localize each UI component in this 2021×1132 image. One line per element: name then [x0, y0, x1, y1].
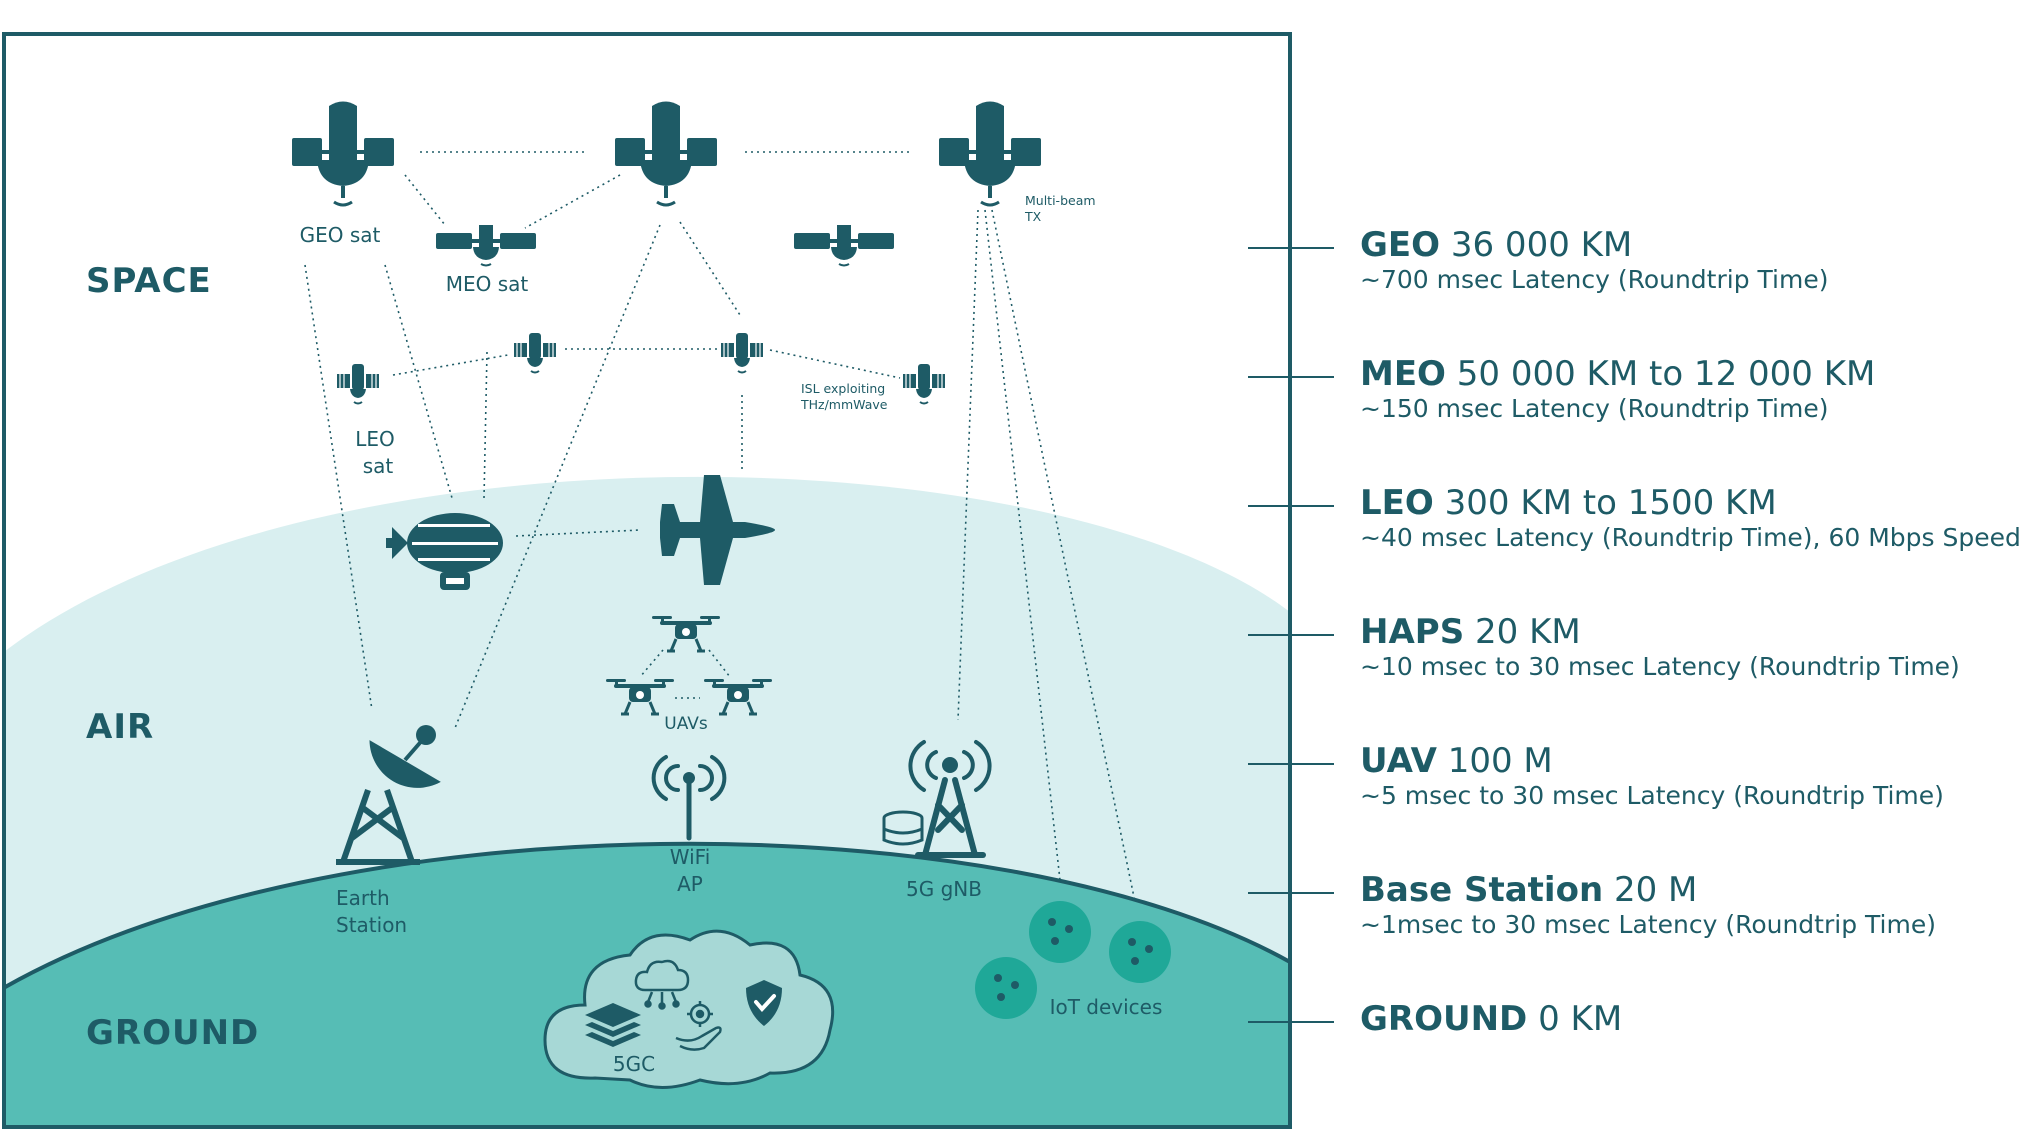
database-icon — [882, 810, 924, 846]
meo-satellite-icon — [793, 224, 895, 267]
airplane-icon — [660, 475, 775, 585]
orbit-altitude: 20 KM — [1475, 612, 1581, 652]
orbit-altitude: 20 M — [1613, 870, 1698, 910]
geo-satellite-icon — [937, 100, 1043, 207]
orbit-heading: GROUND 0 KM — [1360, 999, 1622, 1039]
orbit-altitude: 0 KM — [1538, 999, 1623, 1039]
geo-sat-label: GEO sat — [300, 223, 381, 247]
geo-satellite-icon — [290, 100, 396, 207]
gear-hand-icon — [675, 1001, 722, 1051]
orbit-latency: ~700 msec Latency (Roundtrip Time) — [1360, 265, 1829, 294]
orbit-heading: HAPS 20 KM — [1360, 612, 1581, 652]
earth-station-label-line2: Station — [336, 913, 407, 937]
orbit-name: GROUND — [1360, 999, 1528, 1039]
orbit-name: UAV — [1360, 741, 1437, 781]
leo-sat-label-line2: sat — [363, 454, 394, 478]
orbit-altitude: 300 KM to 1500 KM — [1444, 483, 1777, 523]
orbit-altitude: 100 M — [1447, 741, 1553, 781]
link-lines — [304, 151, 1136, 903]
orbit-latency: ~40 msec Latency (Roundtrip Time), 60 Mb… — [1360, 523, 2021, 552]
leo-satellite-icon — [902, 363, 946, 405]
zone-label-air: AIR — [86, 707, 154, 747]
core-network-cloud — [543, 929, 835, 1089]
wifi-label-line1: WiFi — [670, 845, 711, 869]
connector-line — [1248, 247, 1334, 249]
connector-line — [1248, 1021, 1334, 1023]
multibeam-label-line1: Multi-beam — [1025, 193, 1096, 208]
orbit-name: GEO — [1360, 225, 1441, 265]
orbit-name: Base Station — [1360, 870, 1604, 910]
iot-label: IoT devices — [1050, 995, 1163, 1019]
diagram-frame — [2, 32, 1292, 1129]
leo-satellite-icon — [720, 332, 764, 374]
orbit-heading: MEO 50 000 KM to 12 000 KM — [1360, 354, 1875, 394]
connector-line — [1248, 376, 1334, 378]
leo-satellite-icon — [336, 363, 380, 405]
wifi-ap-icon — [651, 755, 727, 841]
leo-satellite-icon — [513, 332, 557, 374]
orbit-name: MEO — [1360, 354, 1446, 394]
iot-device-icon — [975, 957, 1037, 1019]
isl-label-line1: ISL exploiting — [801, 381, 885, 396]
earth-station-label-line1: Earth — [336, 886, 390, 910]
orbit-heading: GEO 36 000 KM — [1360, 225, 1632, 265]
leo-sat-label-line1: LEO — [355, 427, 395, 451]
meo-sat-label: MEO sat — [446, 272, 529, 296]
isl-label-line2: THz/mmWave — [800, 397, 888, 412]
cell-tower-icon — [908, 740, 992, 858]
orbit-altitude: 50 000 KM to 12 000 KM — [1456, 354, 1876, 394]
orbit-heading: Base Station 20 M — [1360, 870, 1697, 910]
geo-satellite-icon — [613, 100, 719, 207]
satellite-dish-icon — [336, 725, 441, 865]
connector-line — [1248, 892, 1334, 894]
orbit-latency: ~5 msec to 30 msec Latency (Roundtrip Ti… — [1360, 781, 1944, 810]
layers-icon — [585, 1003, 641, 1047]
orbit-latency: ~1msec to 30 msec Latency (Roundtrip Tim… — [1360, 910, 1936, 939]
orbit-heading: UAV 100 M — [1360, 741, 1553, 781]
zone-label-ground: GROUND — [86, 1013, 259, 1053]
connector-line — [1248, 505, 1334, 507]
uavs-label: UAVs — [664, 714, 708, 734]
iot-device-icon — [1109, 921, 1171, 983]
cloud-network-icon — [634, 959, 690, 1010]
iot-device-icon — [1029, 901, 1091, 963]
orbit-altitude: 36 000 KM — [1450, 225, 1633, 265]
airship-icon — [386, 513, 503, 590]
orbit-latency: ~150 msec Latency (Roundtrip Time) — [1360, 394, 1829, 423]
wifi-label-line2: AP — [677, 872, 703, 896]
orbit-name: LEO — [1360, 483, 1434, 523]
connector-line — [1248, 763, 1334, 765]
multibeam-label-line2: TX — [1024, 209, 1042, 224]
shield-check-icon — [746, 980, 782, 1026]
orbit-name: HAPS — [1360, 612, 1465, 652]
orbit-heading: LEO 300 KM to 1500 KM — [1360, 483, 1777, 523]
zone-label-space: SPACE — [86, 261, 212, 301]
connector-line — [1248, 634, 1334, 636]
meo-satellite-icon — [435, 224, 537, 267]
gnb-label: 5G gNB — [906, 877, 982, 901]
core-label: 5GC — [613, 1052, 655, 1076]
orbit-latency: ~10 msec to 30 msec Latency (Roundtrip T… — [1360, 652, 1960, 681]
